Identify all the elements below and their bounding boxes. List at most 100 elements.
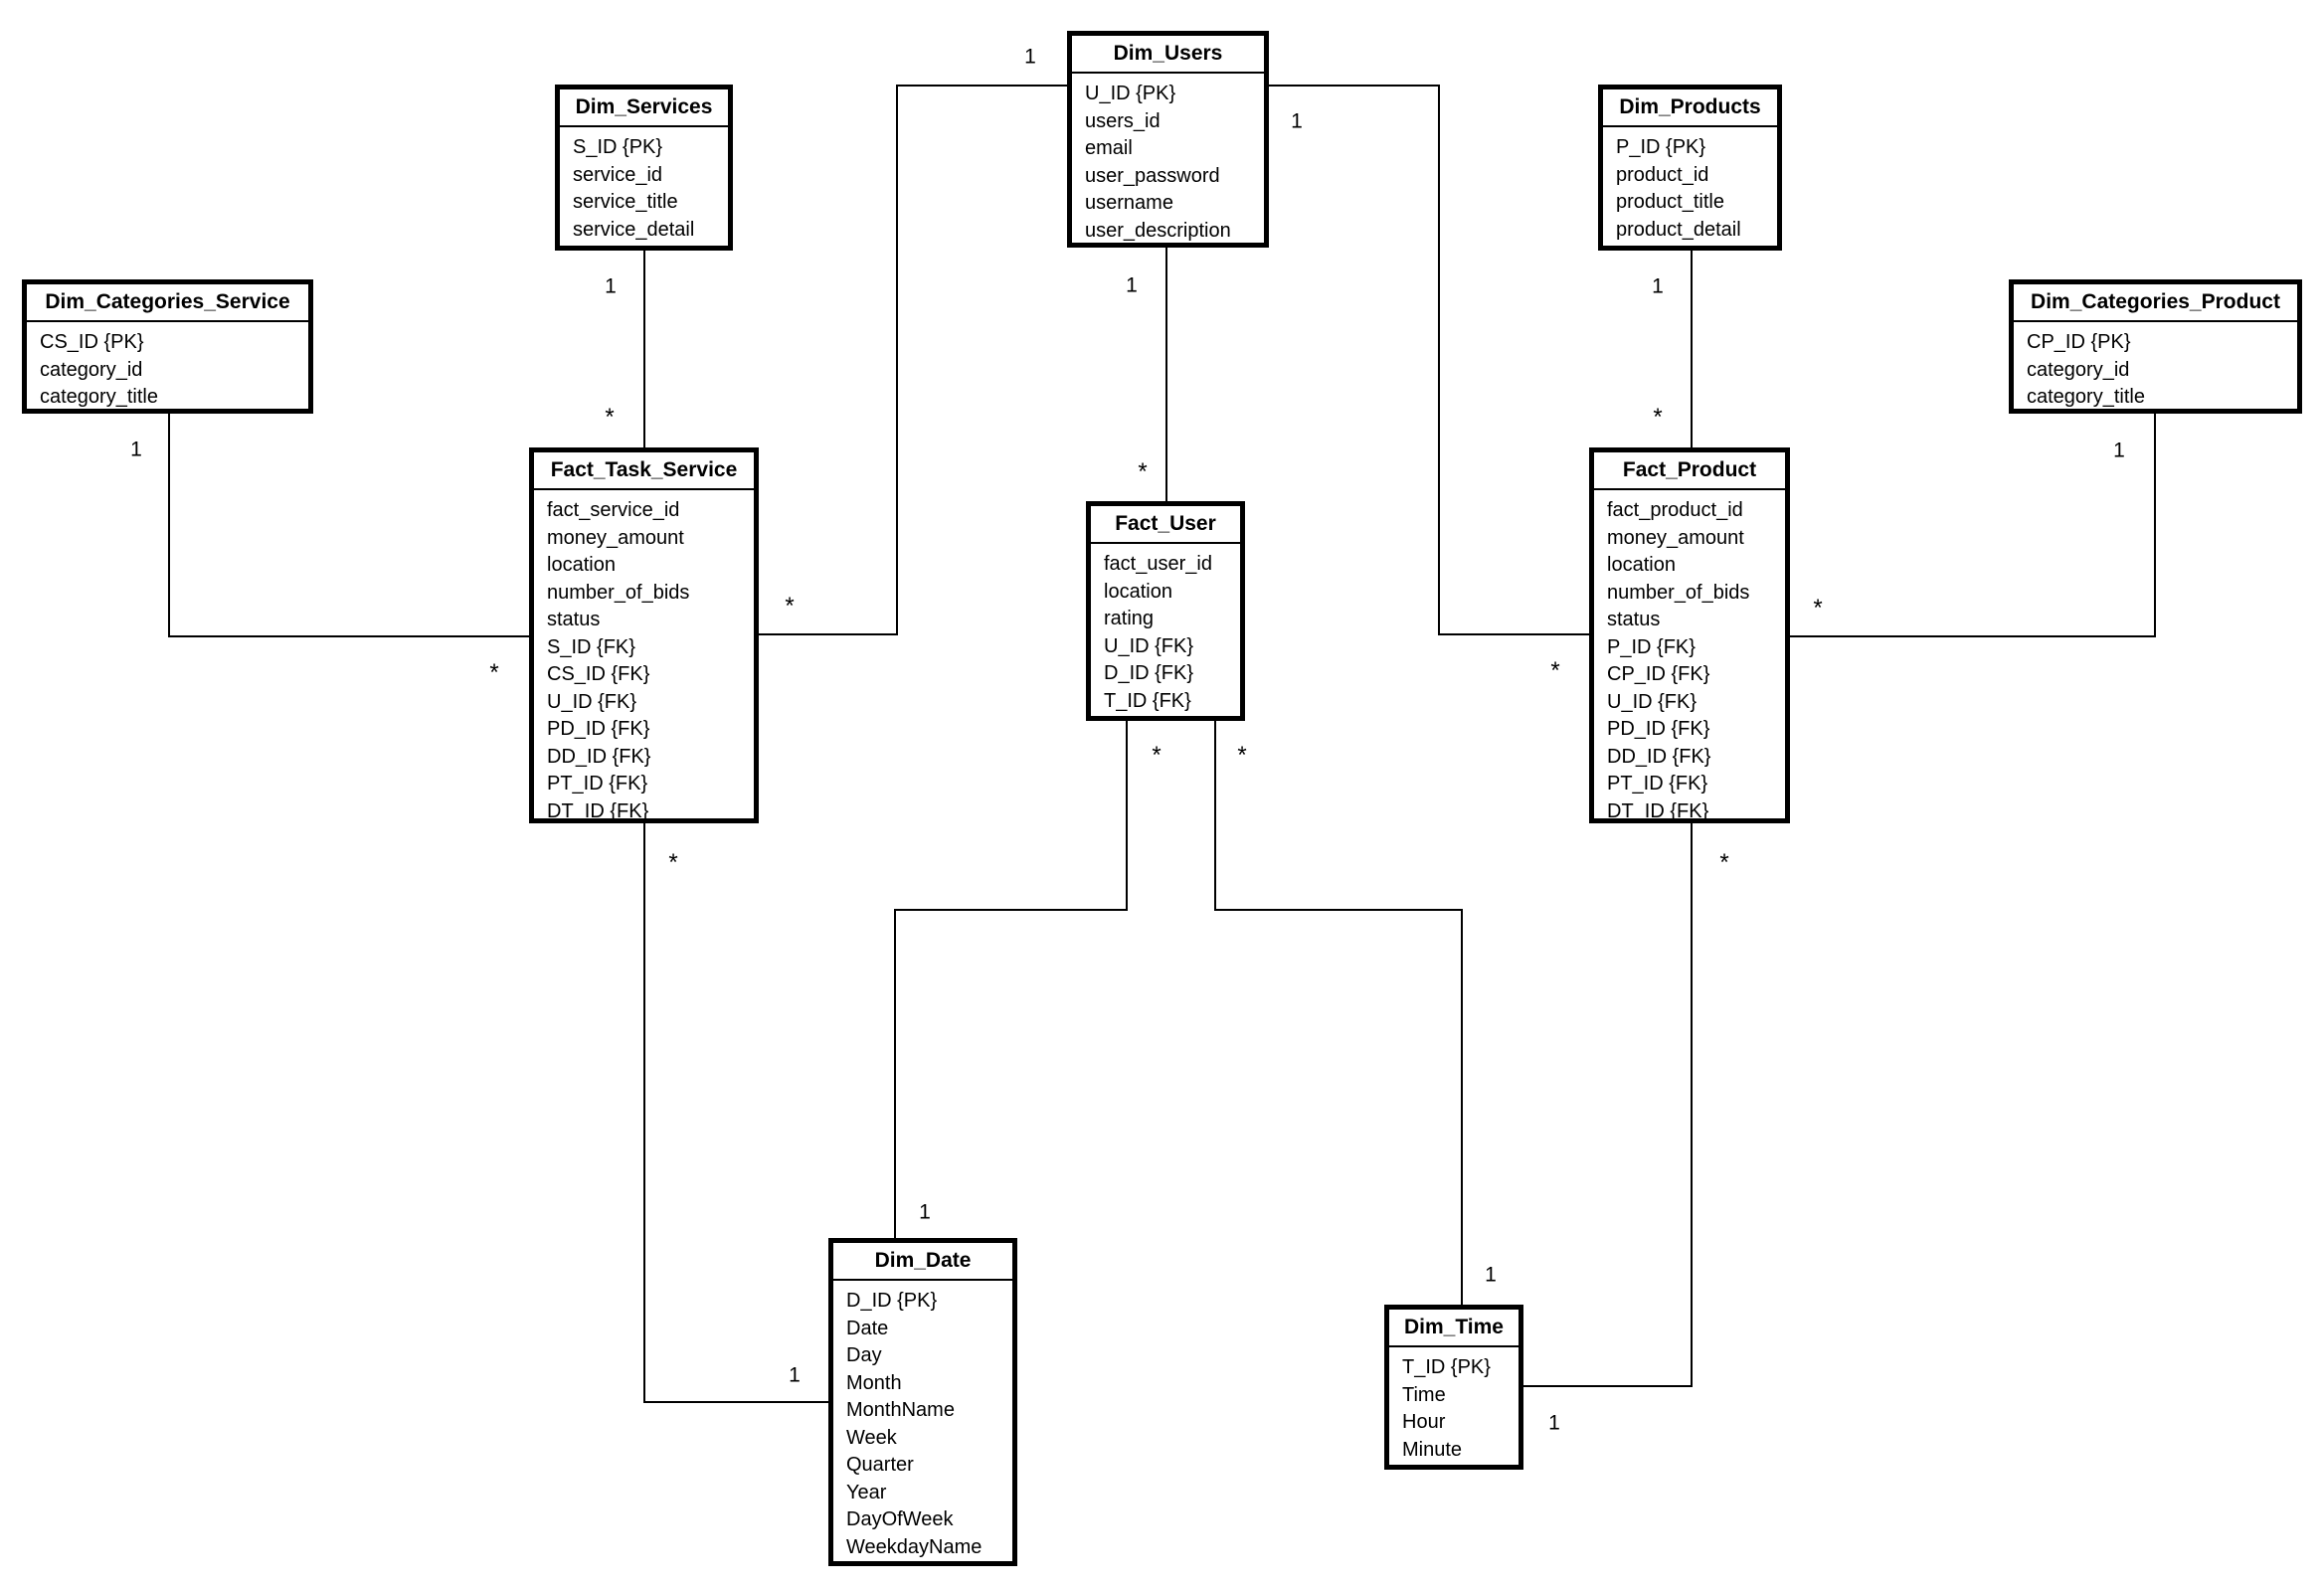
entity-title: Dim_Users — [1072, 36, 1264, 74]
entity-field: P_ID {PK} — [1616, 136, 1706, 158]
entity-field: DayOfWeek — [846, 1508, 954, 1530]
multiplicity-label: 1 — [919, 1200, 931, 1224]
entity-field: P_ID {FK} — [1607, 635, 1696, 658]
multiplicity-label: * — [1719, 848, 1729, 876]
entity-field: service_title — [573, 191, 678, 213]
multiplicity-label: 1 — [1024, 45, 1036, 69]
entity-field: U_ID {FK} — [1104, 634, 1194, 657]
entity-title: Dim_Categories_Service — [27, 284, 308, 322]
entity-field: CS_ID {FK} — [547, 663, 650, 685]
entity-field: S_ID {PK} — [573, 136, 663, 158]
entity-field: Day — [846, 1344, 882, 1366]
multiplicity-label: 1 — [1126, 273, 1138, 297]
entity-field: PD_ID {FK} — [547, 718, 650, 740]
multiplicity-label: * — [1152, 741, 1162, 769]
multiplicity-label: 1 — [130, 438, 142, 461]
multiplicity-label: 1 — [1652, 274, 1664, 298]
entity-field: U_ID {PK} — [1085, 83, 1176, 104]
entity-title: Fact_User — [1091, 506, 1240, 544]
entity-field: T_ID {PK} — [1402, 1356, 1491, 1378]
entity-field: user_password — [1085, 164, 1220, 187]
entity-title: Fact_Product — [1594, 452, 1785, 490]
entity-field: Month — [846, 1371, 902, 1394]
entity-field: service_detail — [573, 218, 695, 241]
entity-field: location — [1104, 580, 1172, 603]
entity-field: U_ID {FK} — [1607, 690, 1698, 713]
entity-field: D_ID {PK} — [846, 1290, 938, 1312]
entity-title: Dim_Products — [1603, 89, 1777, 127]
multiplicity-label: * — [785, 592, 795, 619]
entity-field: category_title — [2027, 386, 2145, 408]
entity-field: DT_ID {FK} — [547, 799, 649, 822]
entity-field: fact_service_id — [547, 499, 680, 521]
connector-dim-categories-product--fact-product — [1790, 414, 2156, 637]
entity-field: location — [547, 554, 616, 576]
entity-field: CS_ID {PK} — [40, 331, 144, 353]
entity-field: CP_ID {PK} — [2027, 331, 2131, 353]
entity-field: DT_ID {FK} — [1607, 799, 1709, 822]
connector-dim-users--fact-product — [1269, 85, 1589, 635]
entity-field: service_id — [573, 163, 663, 186]
entity-field: Minute — [1402, 1438, 1463, 1461]
entity-field: PT_ID {FK} — [547, 773, 648, 795]
multiplicity-label: 1 — [1291, 109, 1303, 133]
entity-field: email — [1085, 137, 1133, 159]
connector-fact-user--dim-date — [894, 721, 1128, 1238]
multiplicity-label: * — [1237, 741, 1247, 769]
entity-field: D_ID {FK} — [1104, 662, 1194, 684]
entity-field: category_title — [40, 386, 158, 408]
entity-field: category_id — [2027, 358, 2130, 381]
entity-field: location — [1607, 554, 1676, 576]
entity-field: status — [1607, 609, 1661, 630]
entity-field: users_id — [1085, 109, 1161, 132]
multiplicity-label: * — [1653, 403, 1663, 431]
multiplicity-label: 1 — [1485, 1263, 1497, 1287]
entity-field: T_ID {FK} — [1104, 689, 1191, 712]
multiplicity-label: 1 — [605, 274, 617, 298]
multiplicity-label: * — [605, 403, 615, 431]
connector-fact-task-service--dim-date — [643, 823, 828, 1403]
connector-dim-users--fact-task-service — [759, 85, 1067, 635]
entity-field: user_description — [1085, 219, 1231, 242]
entity-field: PD_ID {FK} — [1607, 718, 1710, 740]
entity-field: fact_product_id — [1607, 499, 1743, 521]
entity-field: Week — [846, 1426, 897, 1449]
entity-field: money_amount — [547, 526, 684, 549]
entity-field: rating — [1104, 608, 1155, 629]
entity-field: MonthName — [846, 1399, 955, 1421]
entity-fields: S_ID {PK} service_id service_title service_… — [560, 127, 728, 244]
multiplicity-label: * — [668, 848, 678, 876]
entity-title: Dim_Time — [1389, 1310, 1519, 1347]
entity-fields: CP_ID {PK} category_id category_title — [2014, 322, 2297, 412]
entity-field: category_id — [40, 358, 143, 381]
multiplicity-label: * — [1550, 656, 1560, 684]
entity-title: Dim_Services — [560, 89, 728, 127]
multiplicity-label: 1 — [789, 1363, 801, 1387]
entity-fields: CS_ID {PK} category_id category_title — [27, 322, 308, 412]
multiplicity-label: * — [1813, 594, 1823, 621]
multiplicity-label: * — [1138, 457, 1148, 485]
entity-field: Year — [846, 1481, 887, 1503]
entity-field: DD_ID {FK} — [547, 745, 651, 768]
entity-field: product_title — [1616, 191, 1724, 213]
entity-title: Dim_Categories_Product — [2014, 284, 2297, 322]
connector-fact-user--dim-time — [1214, 721, 1463, 1305]
